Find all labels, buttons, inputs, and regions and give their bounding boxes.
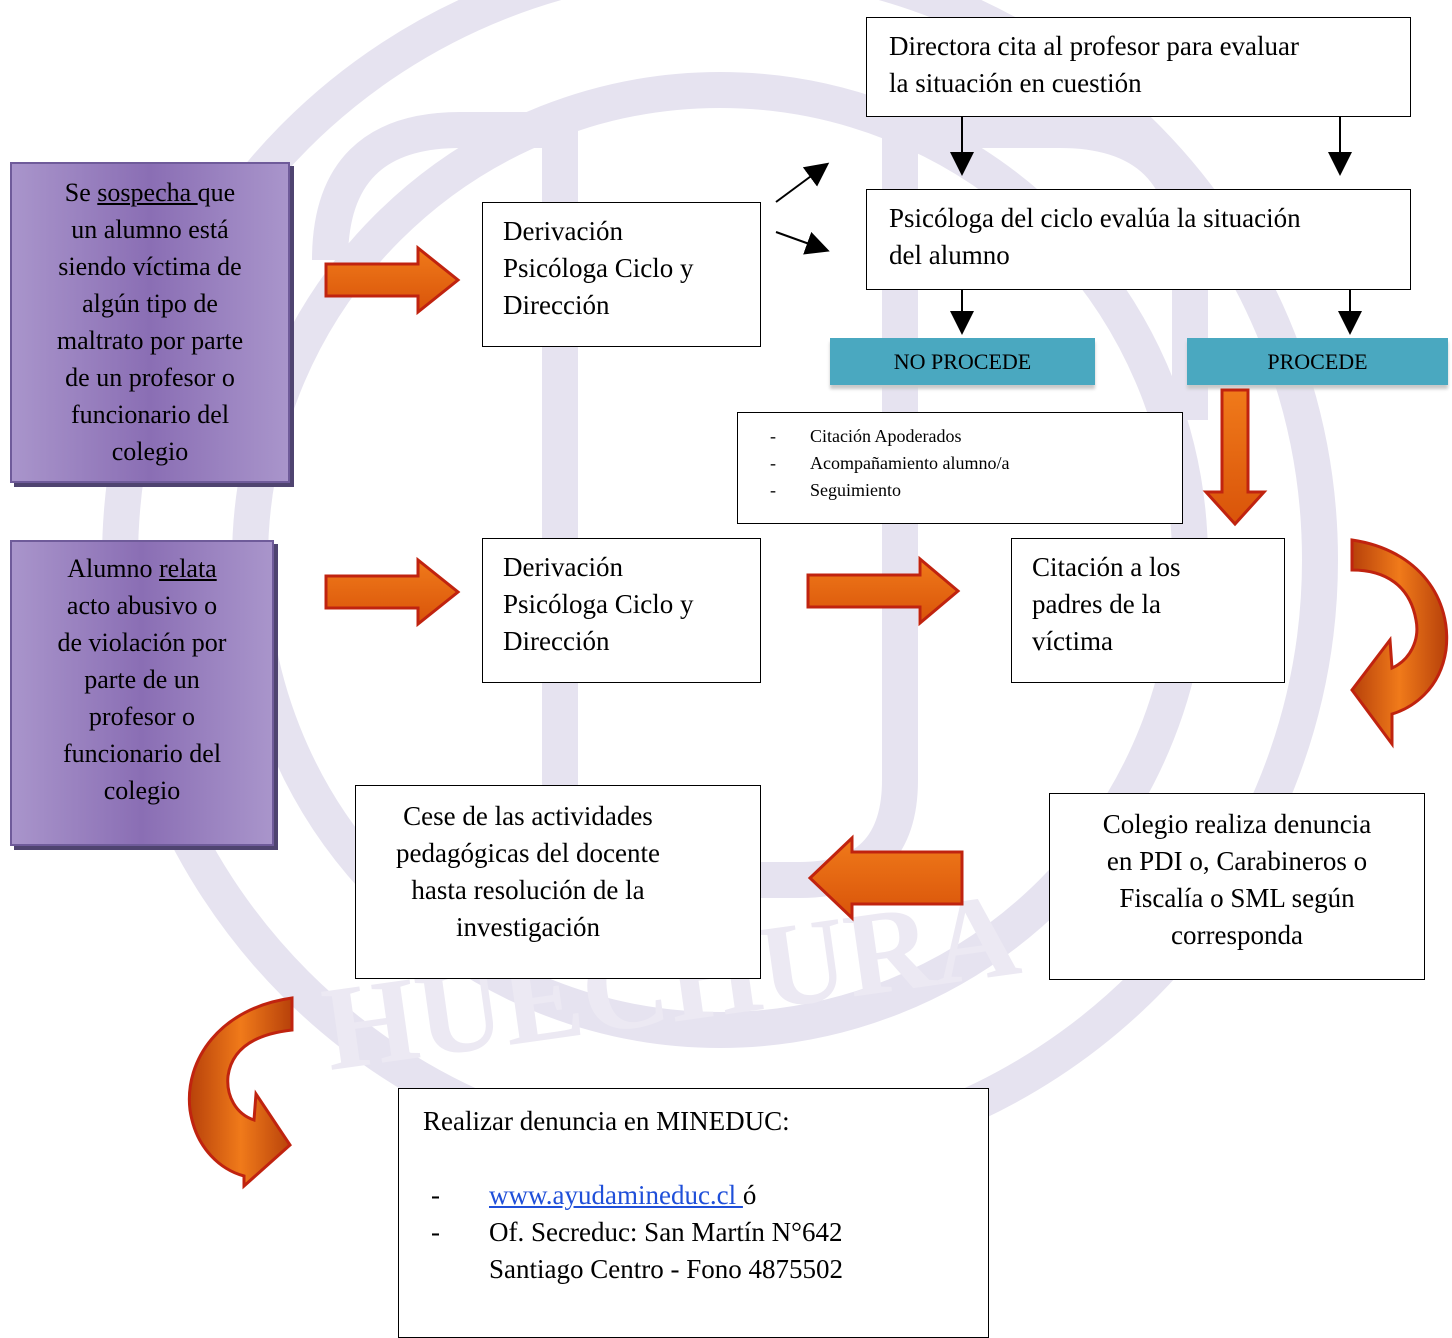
complaint-line: Colegio realiza denuncia: [1102, 809, 1372, 839]
complaint-box: Colegio realiza denuncia en PDI o, Carab…: [1049, 793, 1425, 980]
report-pre: Alumno: [67, 554, 159, 583]
referral-line: Psicóloga Ciclo y: [503, 253, 694, 283]
director-box: Directora cita al profesor para evaluar …: [866, 17, 1411, 117]
referral-line: Derivación: [503, 216, 623, 246]
report-line: colegio: [103, 776, 181, 805]
report-line: de violación por: [57, 628, 227, 657]
followup-item: -Seguimiento: [770, 477, 1182, 504]
parents-line: padres de la: [1032, 589, 1161, 619]
suspicion-box: Se sospecha que un alumno está siendo ví…: [10, 162, 290, 483]
suspicion-line: colegio: [111, 437, 189, 466]
report-line: profesor o: [88, 702, 196, 731]
complaint-line: Fiscalía o SML según: [1119, 883, 1355, 913]
parents-box: Citación a los padres de la víctima: [1011, 538, 1285, 683]
suspicion-post: que: [197, 178, 236, 207]
report-line: acto abusivo o: [66, 591, 218, 620]
mineduc-link-item: - www.ayudamineduc.cl ó: [423, 1177, 988, 1214]
office-line: Of. Secreduc: San Martín N°642: [489, 1217, 843, 1247]
report-line: funcionario del: [62, 739, 222, 768]
suspicion-pre: Se: [64, 178, 98, 207]
suspicion-line: de un profesor o: [65, 363, 235, 392]
mineduc-box: Realizar denuncia en MINEDUC: - www.ayud…: [398, 1088, 989, 1338]
cessation-box: Cese de las actividades pedagógicas del …: [355, 785, 761, 979]
complaint-line: corresponda: [1171, 920, 1303, 950]
bullet: -: [431, 1180, 440, 1210]
suspicion-line: algún tipo de: [82, 289, 218, 318]
psychologist-line: del alumno: [889, 240, 1010, 270]
report-underlined: relata: [159, 554, 217, 583]
bullet: -: [770, 480, 776, 500]
director-line: Directora cita al profesor para evaluar: [889, 31, 1300, 61]
referral-line: Derivación: [503, 552, 623, 582]
office-line: Santiago Centro - Fono 4875502: [489, 1254, 843, 1284]
parents-line: Citación a los: [1032, 552, 1181, 582]
referral-box-top: Derivación Psicóloga Ciclo y Dirección: [482, 202, 761, 347]
cessation-line: investigación: [456, 912, 600, 942]
ayudamineduc-link[interactable]: www.ayudamineduc.cl: [489, 1180, 743, 1210]
suspicion-line: un alumno está: [71, 215, 229, 244]
bullet: -: [431, 1217, 440, 1247]
report-line: parte de un: [84, 665, 200, 694]
suspicion-underlined: sospecha: [97, 178, 198, 207]
bullet: -: [770, 453, 776, 473]
bullet: -: [770, 426, 776, 446]
psychologist-box: Psicóloga del ciclo evalúa la situación …: [866, 189, 1411, 290]
cessation-line: hasta resolución de la: [411, 875, 645, 905]
report-box: Alumno relata acto abusivo o de violació…: [10, 540, 274, 846]
complaint-line: en PDI o, Carabineros o: [1106, 846, 1368, 876]
psychologist-line: Psicóloga del ciclo evalúa la situación: [889, 203, 1301, 233]
link-suffix: ó: [742, 1180, 757, 1210]
followup-item: -Acompañamiento alumno/a: [770, 450, 1182, 477]
suspicion-line: funcionario del: [70, 400, 230, 429]
no-procede-label: NO PROCEDE: [830, 338, 1095, 385]
suspicion-line: siendo víctima de: [58, 252, 242, 281]
director-line: la situación en cuestión: [889, 68, 1142, 98]
referral-box-bottom: Derivación Psicóloga Ciclo y Dirección: [482, 538, 761, 683]
mineduc-title: Realizar denuncia en MINEDUC:: [423, 1106, 790, 1136]
procede-label: PROCEDE: [1187, 338, 1448, 385]
cessation-line: pedagógicas del docente: [396, 838, 660, 868]
referral-line: Dirección: [503, 626, 610, 656]
referral-line: Dirección: [503, 290, 610, 320]
mineduc-office-item: - Of. Secreduc: San Martín N°642 Santiag…: [423, 1214, 988, 1288]
cessation-line: Cese de las actividades: [403, 801, 653, 831]
referral-line: Psicóloga Ciclo y: [503, 589, 694, 619]
parents-line: víctima: [1032, 626, 1113, 656]
suspicion-line: maltrato por parte: [56, 326, 244, 355]
followup-box: -Citación Apoderados -Acompañamiento alu…: [737, 412, 1183, 524]
followup-item: -Citación Apoderados: [770, 423, 1182, 450]
